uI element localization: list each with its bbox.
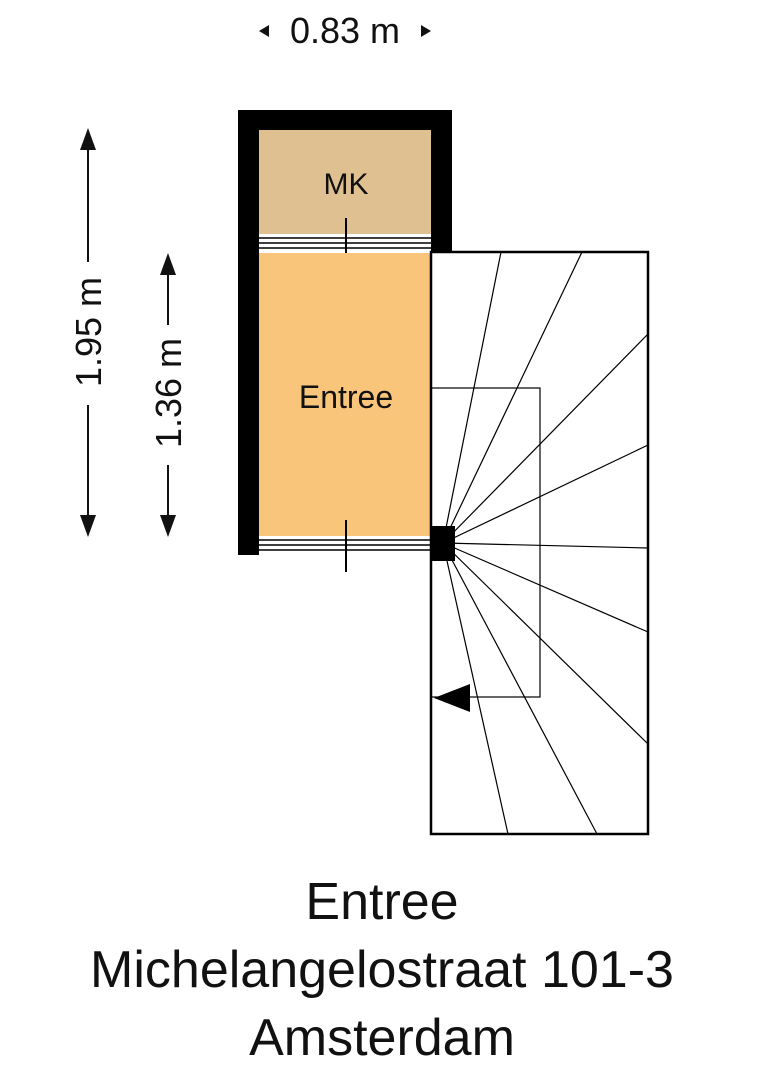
height-total-label: 1.95 m: [68, 277, 109, 387]
room-mk-label: MK: [324, 168, 369, 201]
arrow-right-icon: [421, 25, 431, 37]
caption-room: Entree: [305, 873, 459, 931]
width-dimension-label: 0.83 m: [290, 10, 400, 51]
arrow-up-icon: [80, 128, 96, 150]
room-entree-label: Entree: [299, 379, 393, 415]
caption-city: Amsterdam: [249, 1009, 515, 1067]
arrow-up-icon: [160, 253, 176, 275]
door-mk: [259, 218, 431, 268]
room-entree: [259, 253, 431, 536]
height-total-dimension: 1.95 m: [68, 128, 109, 537]
arrow-down-icon: [80, 515, 96, 537]
room-mk: [259, 130, 431, 234]
arrow-down-icon: [160, 515, 176, 537]
staircase: [429, 250, 650, 836]
door-front: [259, 520, 431, 572]
height-entree-dimension: 1.36 m: [148, 253, 189, 537]
caption-street: Michelangelostraat 101-3: [90, 941, 674, 999]
height-entree-label: 1.36 m: [148, 338, 189, 448]
arrow-left-icon: [434, 684, 470, 712]
caption: Entree Michelangelostraat 101-3 Amsterda…: [0, 868, 764, 1072]
width-dimension: 0.83 m: [259, 10, 431, 51]
arrow-left-icon: [259, 25, 269, 37]
